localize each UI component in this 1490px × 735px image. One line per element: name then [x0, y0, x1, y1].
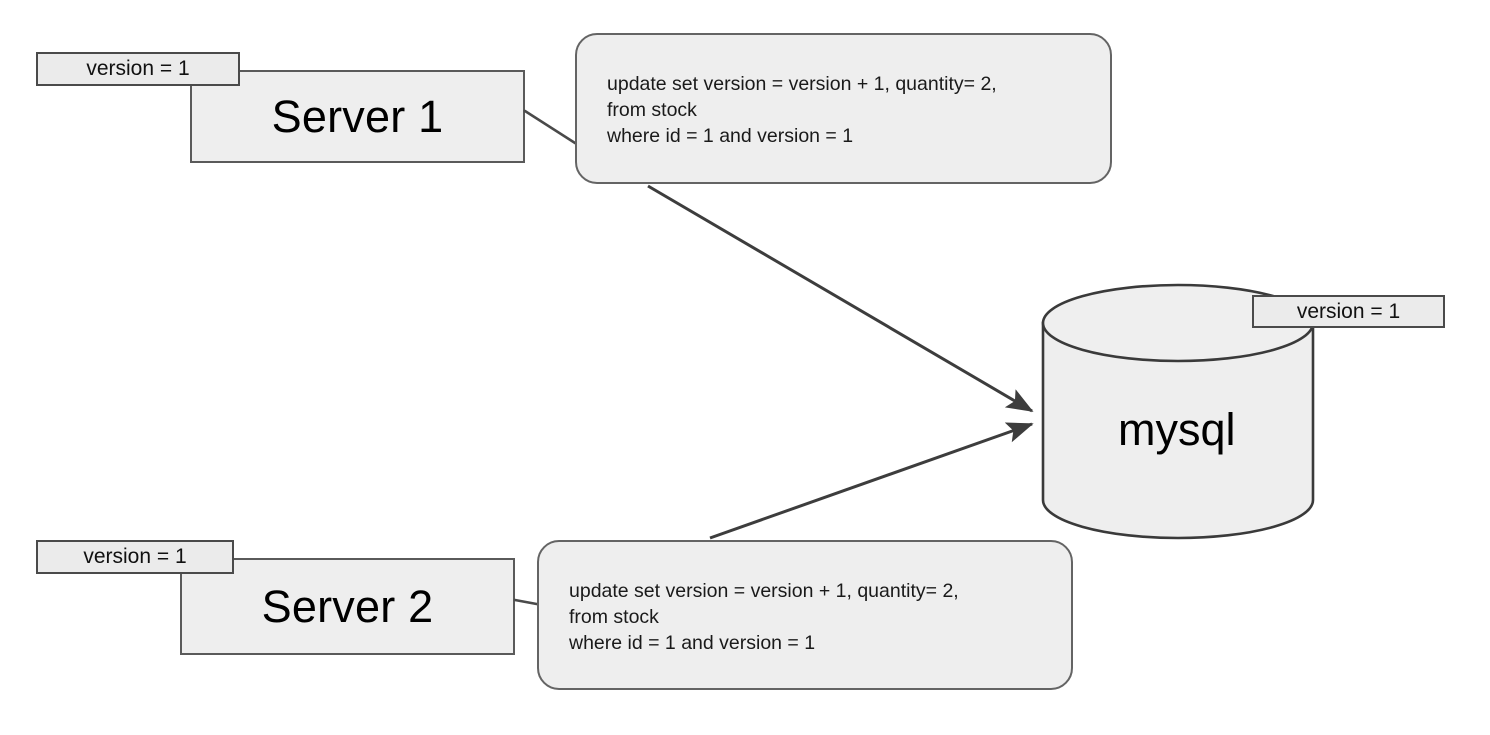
database-version-tag: version = 1	[1252, 295, 1445, 328]
query-2-line-3: where id = 1 and version = 1	[569, 632, 816, 654]
query-2-line-1: update set version = version + 1, quanti…	[569, 580, 959, 602]
arrow-query1-to-mysql	[647, 184, 1034, 413]
query-2-line-2: from stock	[569, 606, 659, 628]
query-1-line-3: where id = 1 and version = 1	[607, 125, 854, 147]
query-2-box: update set version = version + 1, quanti…	[537, 540, 1073, 690]
query-1-line-1: update set version = version + 1, quanti…	[607, 73, 997, 95]
server-2-node[interactable]: Server 2	[180, 558, 515, 655]
query-1-box: update set version = version + 1, quanti…	[575, 33, 1112, 184]
connector-server1-to-query1	[523, 109, 577, 145]
server-1-version-tag: version = 1	[36, 52, 240, 86]
server-2-version-text: version = 1	[83, 545, 187, 568]
server-1-label: Server 1	[271, 90, 444, 142]
server-1-version-text: version = 1	[86, 57, 190, 80]
mysql-cylinder-icon	[1041, 283, 1315, 540]
database-version-text: version = 1	[1296, 299, 1401, 323]
server-1-node[interactable]: Server 1	[190, 70, 525, 163]
query-1-line-2: from stock	[607, 99, 697, 121]
arrow-query2-to-mysql	[709, 422, 1034, 540]
server-2-label: Server 2	[261, 580, 434, 632]
server-2-version-tag: version = 1	[36, 540, 234, 574]
